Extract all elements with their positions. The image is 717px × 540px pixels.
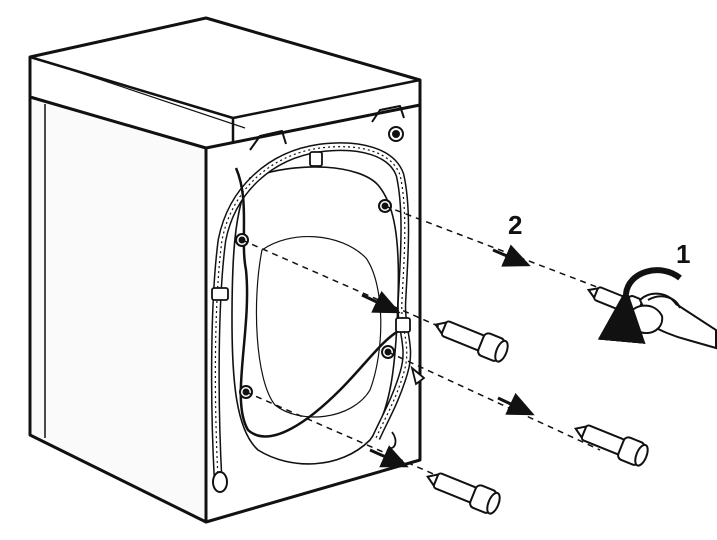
step-label-1: 1 xyxy=(676,239,690,269)
transit-bolt xyxy=(425,286,649,515)
drain-hose xyxy=(210,142,412,493)
hand-with-spanner xyxy=(627,292,717,350)
rotate-arrow-icon xyxy=(597,267,682,345)
side-panel xyxy=(28,95,208,524)
hose-clips xyxy=(211,151,426,450)
direction-arrow-icon xyxy=(361,244,535,468)
machine-cabinet xyxy=(28,16,422,524)
step-label-2: 2 xyxy=(508,210,522,240)
back-panel xyxy=(204,103,422,524)
guide-lines xyxy=(241,205,611,491)
back-panel-contour xyxy=(231,166,400,465)
